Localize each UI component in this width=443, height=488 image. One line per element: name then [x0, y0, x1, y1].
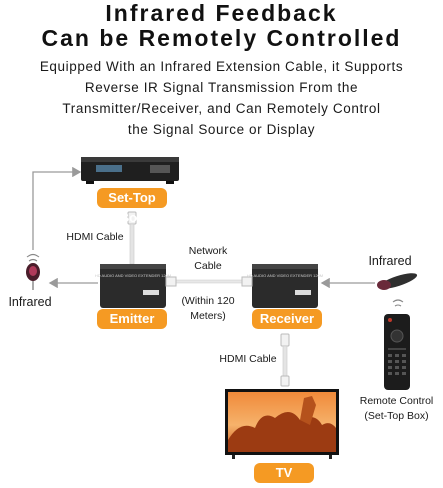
description-line-2: Reverse IR Signal Transmission From the — [84, 80, 359, 95]
ir-feedback-line — [32, 166, 82, 250]
network-cable — [165, 276, 253, 287]
set-top-box-device — [81, 157, 179, 184]
tv-device — [225, 389, 339, 459]
receiver-badge: Receiver — [252, 309, 322, 329]
distance-label-1: (Within 120 — [181, 295, 235, 307]
infrared-receiver-eye-left — [26, 253, 40, 290]
emitter-badge: Emitter — [97, 309, 167, 329]
receiver-device: HD AUDIO AND VIDEO EXTENDER 120M — [247, 264, 323, 308]
set-top-box-badge: Set-Top Box — [97, 188, 167, 225]
hdmi-cable-top-label: HDMI Cable — [66, 231, 124, 243]
description-line-3: Transmitter/Receiver, and Can Remotely C… — [62, 101, 381, 116]
emitter-device: HD AUDIO AND VIDEO EXTENDER 120M — [95, 264, 171, 308]
description-line-1: Equipped With an Infrared Extension Cabl… — [39, 59, 404, 74]
svg-text:HD AUDIO AND VIDEO EXTENDER 12: HD AUDIO AND VIDEO EXTENDER 120M — [95, 273, 171, 278]
distance-label-2: Meters) — [190, 310, 226, 322]
remote-control-sub-label: (Set-Top Box) — [364, 410, 429, 422]
hdmi-cable-bottom-label: HDMI Cable — [219, 353, 277, 365]
network-cable-label-2: Cable — [194, 260, 222, 272]
tv-badge: TV — [254, 463, 314, 483]
hdmi-cable-bottom — [280, 333, 290, 387]
title-line-1: Infrared Feedback — [105, 0, 338, 26]
title-line-2: Can be Remotely Controlled — [41, 25, 402, 51]
infrared-right-label: Infrared — [368, 254, 412, 268]
svg-text:HD AUDIO AND VIDEO EXTENDER 12: HD AUDIO AND VIDEO EXTENDER 120M — [247, 273, 323, 278]
remote-control-device — [384, 299, 410, 390]
infrared-left-label: Infrared — [8, 295, 52, 309]
remote-control-label: Remote Control — [359, 395, 434, 407]
infrared-emitter-right — [377, 273, 418, 290]
network-cable-label-1: Network — [188, 245, 228, 257]
description-line-4: the Signal Source or Display — [127, 122, 316, 137]
